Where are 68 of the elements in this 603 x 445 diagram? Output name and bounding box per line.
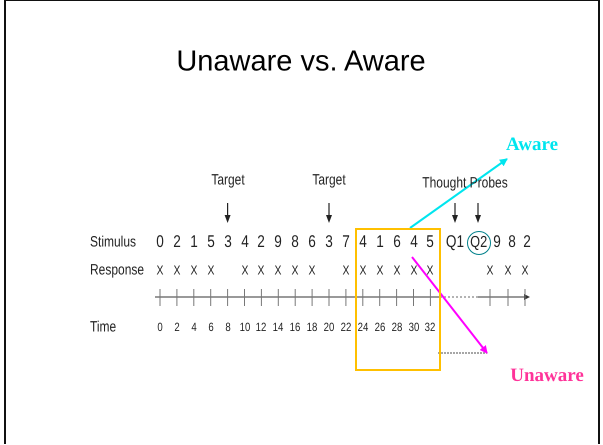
response-mark: X bbox=[156, 262, 164, 278]
response-mark: X bbox=[376, 262, 384, 278]
time-label: 26 bbox=[374, 320, 386, 334]
slide-title: Unaware vs. Aware bbox=[176, 46, 426, 78]
stimulus-digit: 1 bbox=[376, 232, 384, 252]
stimulus-digit: 4 bbox=[359, 232, 367, 252]
stimulus-digit: 2 bbox=[258, 232, 266, 252]
time-label: 32 bbox=[425, 320, 436, 334]
response-mark: X bbox=[486, 262, 494, 278]
stimulus-digit: 4 bbox=[240, 232, 248, 252]
response-mark: X bbox=[426, 262, 434, 278]
response-mark: X bbox=[207, 262, 214, 278]
time-label: 20 bbox=[324, 320, 334, 334]
response-mark: X bbox=[190, 262, 198, 278]
stimulus-digit: 8 bbox=[508, 232, 516, 252]
thought-probes-label: Thought Probes bbox=[422, 174, 508, 192]
time-label: 30 bbox=[408, 320, 419, 334]
aware-label: Aware bbox=[506, 134, 558, 156]
unaware-label: Unaware bbox=[510, 365, 584, 387]
stimulus-digit: 8 bbox=[291, 232, 299, 252]
row-label: Response bbox=[90, 262, 144, 278]
response-mark: X bbox=[504, 262, 512, 278]
stimulus-digit: 3 bbox=[325, 232, 333, 252]
stimulus-digit: 5 bbox=[426, 232, 434, 252]
stimulus-digit: 7 bbox=[342, 232, 350, 252]
time-label: 28 bbox=[391, 320, 402, 334]
stimulus-digit: 2 bbox=[173, 232, 181, 252]
stimulus-digit: 3 bbox=[224, 232, 232, 252]
stimulus-digit: 6 bbox=[308, 232, 316, 252]
stimulus-digit: 9 bbox=[493, 232, 501, 252]
time-label: 22 bbox=[340, 320, 352, 334]
target-label: Target bbox=[312, 172, 346, 188]
response-mark: X bbox=[393, 262, 400, 278]
time-label: 12 bbox=[256, 320, 267, 334]
time-label: 4 bbox=[191, 320, 196, 334]
response-mark: X bbox=[308, 262, 316, 278]
stimulus-digit: 2 bbox=[523, 232, 531, 252]
row-label: Stimulus bbox=[90, 234, 136, 250]
response-mark: X bbox=[342, 262, 350, 278]
time-label: 16 bbox=[290, 320, 301, 334]
circled-probe: Q2 bbox=[467, 231, 491, 255]
highlight-box bbox=[355, 228, 441, 371]
time-label: 24 bbox=[357, 320, 368, 334]
response-mark: X bbox=[241, 262, 248, 278]
response-mark: X bbox=[292, 262, 299, 278]
time-label: 2 bbox=[174, 320, 180, 334]
target-label: Target bbox=[210, 172, 244, 188]
response-mark: X bbox=[359, 262, 366, 278]
time-label: 8 bbox=[224, 320, 230, 334]
response-mark: X bbox=[522, 262, 528, 278]
time-label: 6 bbox=[208, 320, 214, 334]
response-mark: X bbox=[258, 262, 265, 278]
stimulus-digit: Q1 bbox=[446, 232, 464, 252]
response-mark: X bbox=[274, 262, 282, 278]
arrow bbox=[409, 158, 508, 229]
time-label: 18 bbox=[306, 320, 318, 334]
stimulus-digit: 9 bbox=[274, 232, 282, 252]
response-mark: X bbox=[410, 262, 417, 278]
time-label: 14 bbox=[272, 320, 284, 334]
time-label: 10 bbox=[239, 320, 250, 334]
stimulus-digit: 5 bbox=[206, 232, 214, 252]
time-label: 0 bbox=[157, 320, 163, 334]
stimulus-digit: 1 bbox=[190, 232, 198, 252]
stimulus-digit: 4 bbox=[410, 232, 418, 252]
stimulus-digit: 0 bbox=[156, 232, 164, 252]
row-label: Time bbox=[90, 318, 116, 336]
stimulus-digit: 6 bbox=[392, 232, 400, 252]
response-mark: X bbox=[173, 262, 180, 278]
